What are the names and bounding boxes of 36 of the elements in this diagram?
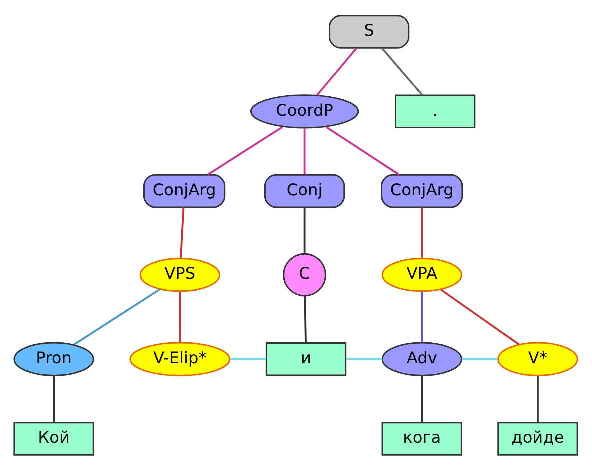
node-box: ConjArg	[381, 174, 464, 208]
node-ellipse: V*	[498, 342, 578, 376]
node-box: Conj	[264, 174, 346, 208]
connector	[421, 375, 424, 422]
connector	[74, 288, 160, 346]
node-ellipse: Pron	[14, 342, 94, 376]
connector	[440, 288, 520, 345]
node-ellipse: CoordP	[250, 94, 360, 128]
connector	[421, 291, 424, 342]
node-box: дойде	[498, 422, 578, 456]
connector	[304, 128, 306, 174]
node-box: кога	[382, 422, 462, 456]
node-box: ConjArg	[143, 174, 226, 208]
node-ellipse: VPS	[140, 258, 220, 292]
connector	[346, 358, 382, 360]
node-box: .	[394, 94, 476, 128]
connector	[304, 295, 307, 343]
connector	[316, 47, 358, 96]
connector	[537, 375, 539, 422]
connector	[230, 358, 267, 360]
connector	[462, 358, 498, 360]
connector	[421, 207, 424, 258]
connector	[326, 126, 400, 176]
node-ellipse: VPA	[382, 258, 462, 292]
connector	[180, 207, 185, 258]
connector	[179, 291, 182, 342]
connector	[53, 375, 55, 422]
node-box: и	[266, 342, 347, 376]
connector	[207, 126, 284, 176]
node-box: S	[329, 14, 410, 48]
node-ellipse: V-Elip*	[130, 342, 231, 376]
connector	[304, 207, 306, 254]
node-box: Кой	[14, 422, 94, 456]
node-circle: C	[283, 252, 326, 296]
node-ellipse: Adv	[382, 342, 462, 376]
connector	[381, 47, 424, 96]
